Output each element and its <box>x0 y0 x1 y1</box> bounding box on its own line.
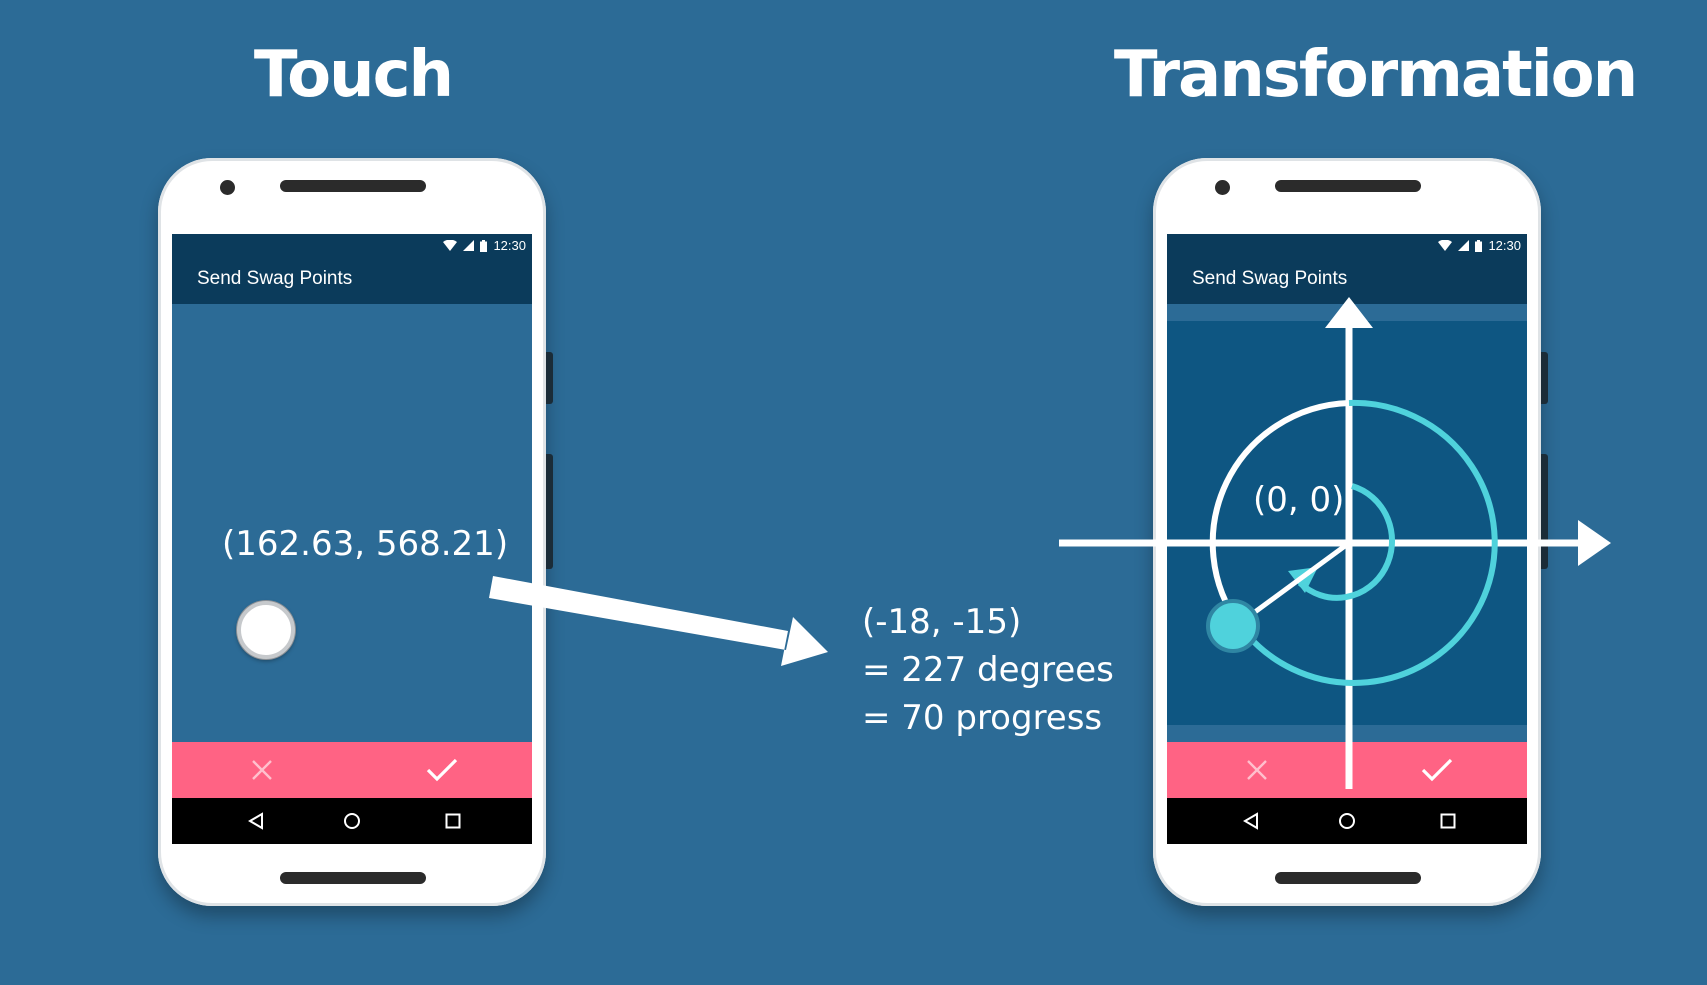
back-icon <box>248 812 263 830</box>
status-bar: 12:30 <box>172 234 532 260</box>
home-icon <box>344 813 360 829</box>
close-icon <box>252 760 272 780</box>
app-bar: Send Swag Points <box>1167 260 1527 304</box>
nav-back-button[interactable] <box>226 798 286 844</box>
app-title: Send Swag Points <box>197 268 353 289</box>
dial-ring-progress <box>1238 399 1498 686</box>
nav-back-button[interactable] <box>1221 798 1281 844</box>
origin-label: (0, 0) <box>1253 480 1345 520</box>
mapping-arrow <box>489 576 828 666</box>
signal-icon <box>1458 240 1470 251</box>
volume-button <box>546 454 553 569</box>
radius-vector <box>1242 540 1351 623</box>
touch-area[interactable] <box>172 304 532 742</box>
bottom-speaker <box>1275 872 1421 884</box>
recents-icon <box>445 813 461 829</box>
phone-touch: 12:30 Send Swag Points <box>158 158 553 906</box>
result-text: (-18, -15) = 227 degrees = 70 progress <box>862 598 1114 742</box>
touch-heading: Touch <box>253 38 454 112</box>
home-icon <box>1339 813 1355 829</box>
battery-icon <box>1475 239 1483 252</box>
status-bar: 12:30 <box>1167 234 1527 260</box>
check-icon <box>426 758 458 782</box>
nav-home-button[interactable] <box>1317 798 1377 844</box>
earpiece-speaker <box>1275 180 1421 192</box>
status-clock: 12:30 <box>1488 238 1521 253</box>
nav-recents-button[interactable] <box>423 798 483 844</box>
wifi-icon <box>443 240 458 251</box>
touch-point[interactable] <box>237 601 295 659</box>
check-icon <box>1421 758 1453 782</box>
back-icon <box>1243 812 1258 830</box>
nav-recents-button[interactable] <box>1418 798 1478 844</box>
angle-arc <box>1297 483 1396 601</box>
signal-icon <box>463 240 475 251</box>
touch-coordinates: (162.63, 568.21) <box>222 524 509 564</box>
battery-icon <box>480 239 488 252</box>
cancel-button[interactable] <box>1167 742 1347 798</box>
earpiece-speaker <box>280 180 426 192</box>
power-button <box>1541 352 1548 404</box>
app-bar: Send Swag Points <box>172 260 532 304</box>
transformation-heading: Transformation <box>1113 38 1638 112</box>
front-camera-icon <box>1215 180 1230 195</box>
status-clock: 12:30 <box>493 238 526 253</box>
recents-icon <box>1440 813 1456 829</box>
degrees-value: = 227 degrees <box>862 650 1114 690</box>
progress-value: = 70 progress <box>862 698 1103 738</box>
bottom-speaker <box>280 872 426 884</box>
app-title: Send Swag Points <box>1192 268 1348 289</box>
relative-coordinates: (-18, -15) <box>862 602 1022 642</box>
confirm-button[interactable] <box>1347 742 1527 798</box>
transformed-touch-point[interactable] <box>1206 599 1260 653</box>
nav-home-button[interactable] <box>322 798 382 844</box>
navigation-bar <box>1167 798 1527 844</box>
volume-button <box>1541 454 1548 569</box>
cancel-button[interactable] <box>172 742 352 798</box>
x-axis-arrowhead <box>1578 520 1611 566</box>
wifi-icon <box>1438 240 1453 251</box>
navigation-bar <box>172 798 532 844</box>
y-axis-arrowhead <box>1325 297 1373 328</box>
dial-ring-track <box>1209 400 1350 629</box>
confirm-button[interactable] <box>352 742 532 798</box>
phone-screen: 12:30 Send Swag Points <box>172 234 532 844</box>
close-icon <box>1247 760 1267 780</box>
action-bar <box>172 742 532 798</box>
power-button <box>546 352 553 404</box>
front-camera-icon <box>220 180 235 195</box>
